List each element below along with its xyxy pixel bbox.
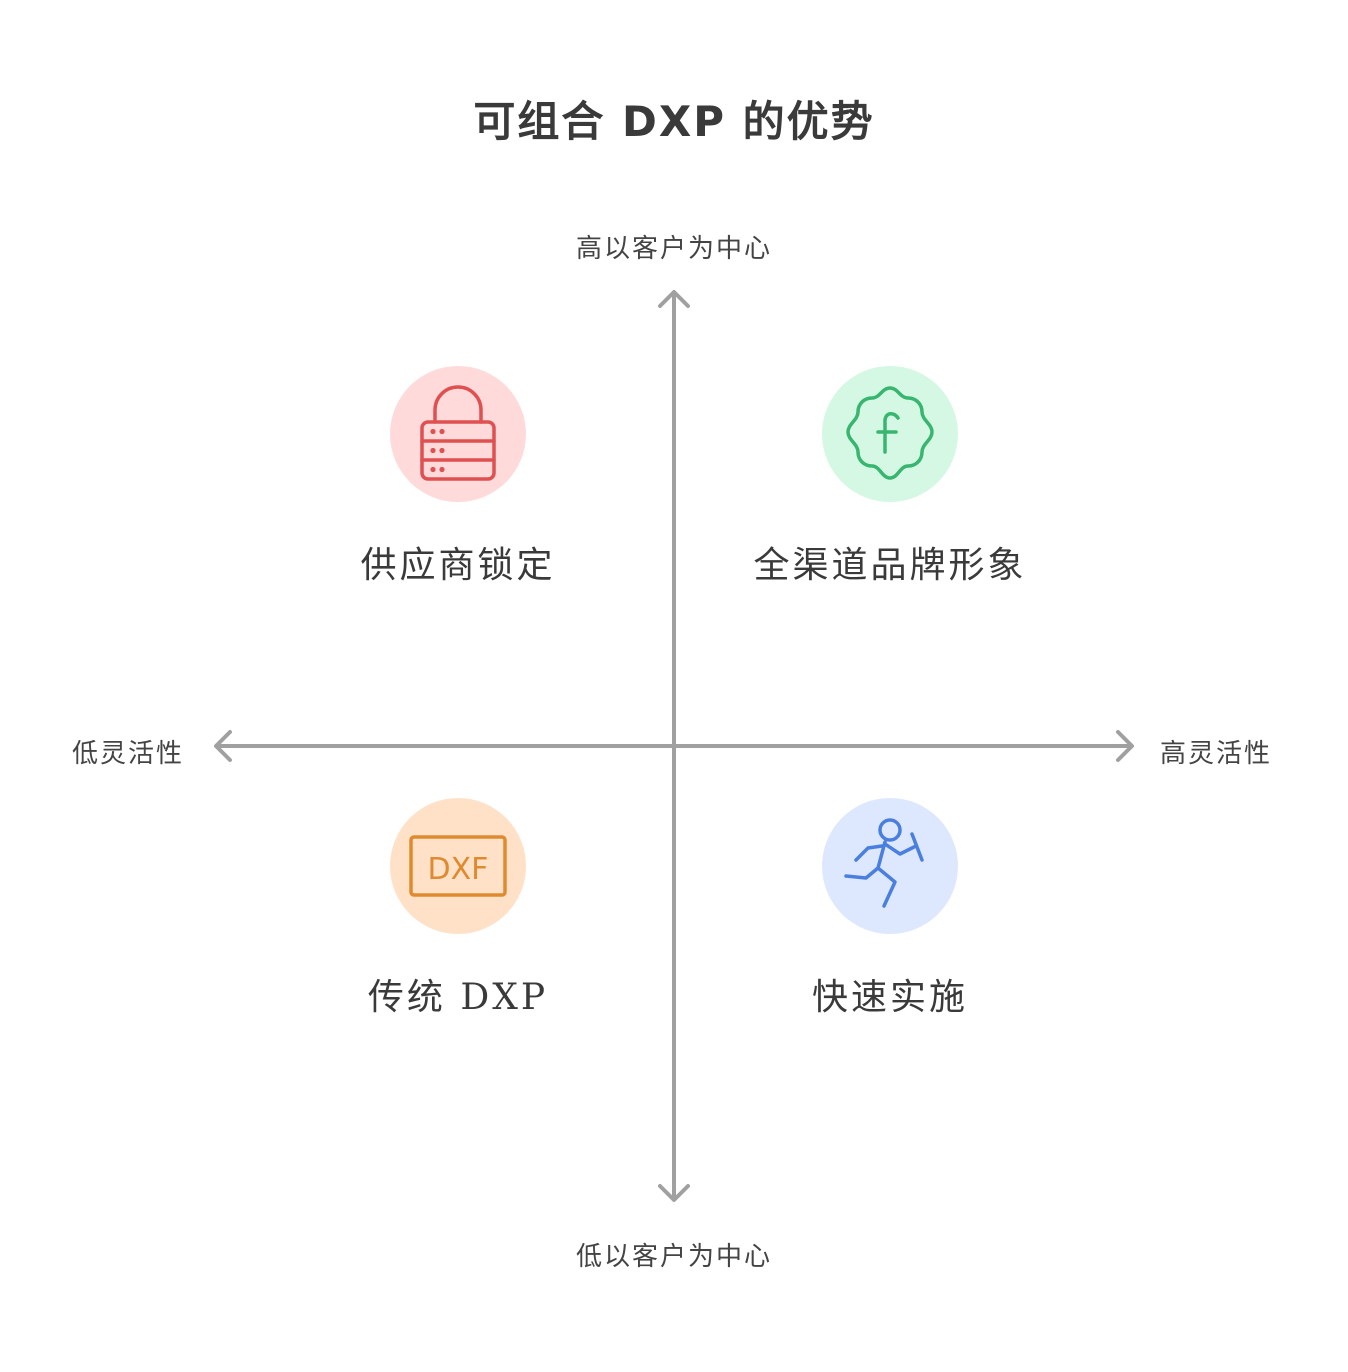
quadrant-label-omnichannel-brand: 全渠道品牌形象 bbox=[753, 545, 1027, 586]
running-person-icon bbox=[844, 818, 924, 908]
quadrant-icon-circle bbox=[390, 366, 526, 502]
axis-label-high-flexibility: 高灵活性 bbox=[1160, 739, 1273, 769]
quadrant-top-right: 全渠道品牌形象 bbox=[690, 366, 1090, 588]
x-axis-arrow-right bbox=[1116, 730, 1134, 762]
quadrant-label-vendor-lock-in: 供应商锁定 bbox=[360, 545, 556, 586]
diagram-title: 可组合 DXP 的优势 bbox=[473, 97, 875, 146]
lock-server-icon bbox=[420, 385, 496, 481]
dxf-file-icon: DXF bbox=[409, 835, 507, 897]
quadrant-label-traditional-dxp: 传统 DXP bbox=[367, 977, 549, 1018]
quadrant-top-left: 供应商锁定 bbox=[258, 366, 658, 588]
y-axis-arrow-bottom bbox=[658, 1184, 690, 1202]
quadrant-label-fast-implementation: 快速实施 bbox=[811, 977, 968, 1018]
badge-f-icon bbox=[846, 386, 934, 480]
axis-label-low-flexibility: 低灵活性 bbox=[72, 739, 185, 769]
quadrant-icon-circle bbox=[822, 366, 958, 502]
axis-label-high-customer-centric: 高以客户为中心 bbox=[575, 234, 772, 264]
y-axis-arrow-top bbox=[658, 290, 690, 308]
quadrant-icon-circle bbox=[822, 798, 958, 934]
quadrant-icon-circle: DXF bbox=[390, 798, 526, 934]
axis-label-low-customer-centric: 低以客户为中心 bbox=[575, 1242, 772, 1272]
svg-text:DXF: DXF bbox=[428, 852, 489, 887]
x-axis-arrow-left bbox=[214, 730, 232, 762]
quadrant-bottom-right: 快速实施 bbox=[690, 798, 1090, 1020]
quadrant-bottom-left: DXF 传统 DXP bbox=[258, 798, 658, 1020]
